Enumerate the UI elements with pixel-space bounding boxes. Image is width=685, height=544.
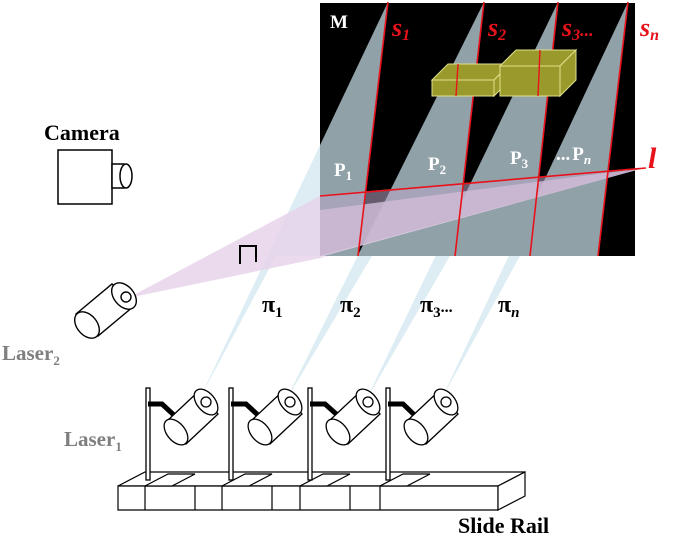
laser1-device-3: [307, 387, 381, 481]
line-l: [319, 167, 647, 197]
stripe-s3-label: s3...: [561, 13, 594, 44]
laser1-device-4: [385, 387, 459, 481]
stripe-sn: [597, 1, 629, 257]
scanned-object: [430, 48, 578, 98]
light-plane-pin: [441, 2, 628, 400]
plane-pi1-label: π1: [262, 292, 283, 321]
stripe-s2-label: s2: [487, 13, 506, 44]
stripe-s2: [454, 1, 485, 257]
stripe-s1-label: s1: [391, 13, 410, 44]
slide-rail: [117, 471, 526, 511]
laser2-label: Laser2: [2, 341, 60, 368]
point-P3-label: P3: [510, 148, 529, 171]
stripe-lines: [319, 1, 647, 257]
slide-rail-label: Slide Rail: [458, 513, 549, 538]
laser1-device-2: [228, 387, 303, 481]
laser1-label: Laser1: [64, 427, 122, 454]
screen-M-label: M: [330, 12, 348, 33]
plane-pi3-label: π3...: [420, 292, 453, 321]
laser1-device-1: [145, 387, 219, 481]
plane-pi2-label: π2: [340, 292, 361, 321]
light-plane-laser2-on-screen: [320, 168, 644, 256]
plane-marker-icon: [239, 245, 257, 264]
camera-label: Camera: [44, 120, 120, 145]
stripe-s1: [357, 1, 389, 257]
stripe-sn-label: sn: [639, 13, 659, 44]
plane-pin-label: πn: [498, 292, 520, 321]
line-l-label: l: [648, 142, 657, 175]
point-P2-label: P2: [428, 154, 446, 177]
laser2-device-icon: [73, 282, 138, 339]
point-P1-label: P1: [334, 160, 352, 183]
object-stripes: [455, 49, 541, 97]
point-Pn-label: ...Pn: [556, 144, 591, 167]
stripe-s3: [529, 1, 559, 257]
laser1-devices: [145, 387, 459, 481]
camera-icon: [57, 149, 133, 205]
light-plane-pi1: [200, 2, 388, 398]
